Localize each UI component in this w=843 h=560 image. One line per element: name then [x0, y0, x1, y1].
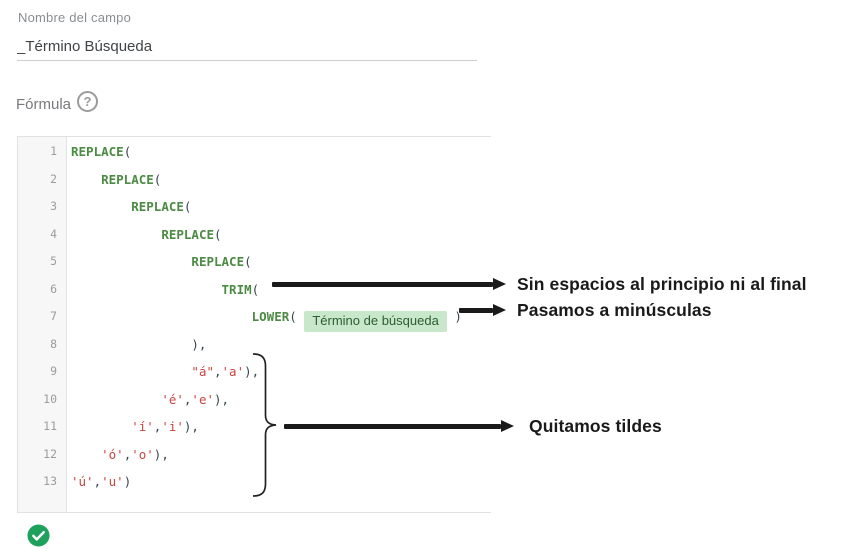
code-token: 'a' — [221, 364, 245, 379]
code-token — [71, 392, 161, 407]
code-line: REPLACE( — [71, 248, 491, 276]
field-chip[interactable]: Término de búsqueda — [304, 311, 447, 332]
code-line: TRIM( — [71, 276, 491, 304]
code-token: REPLACE — [71, 144, 124, 159]
check-circle-icon — [27, 524, 50, 547]
code-token: ( — [289, 309, 305, 324]
code-token: ( — [123, 144, 132, 159]
annotation-arrow-trim — [272, 282, 493, 287]
code-token: ), — [244, 364, 260, 379]
code-line: 'í','i'), — [71, 413, 491, 441]
code-token: REPLACE — [131, 199, 184, 214]
annotation-arrowhead-lower — [493, 304, 506, 316]
line-number: 4 — [50, 226, 57, 241]
code-line: LOWER( Término de búsqueda ) — [71, 303, 491, 332]
annotation-arrow-lower — [459, 308, 493, 313]
code-token — [71, 199, 131, 214]
code-token: , — [153, 419, 162, 434]
line-number: 7 — [50, 309, 57, 323]
code-token — [71, 447, 101, 462]
code-token: 'í' — [131, 419, 154, 434]
code-token: 'ú' — [71, 474, 94, 489]
code-token: ) — [123, 474, 132, 489]
code-line: "á",'a'), — [71, 358, 491, 386]
line-number: 9 — [50, 364, 57, 378]
code-line: REPLACE( — [71, 193, 491, 221]
code-line: REPLACE( — [71, 138, 491, 166]
code-line: REPLACE( — [71, 166, 491, 194]
code-token: , — [123, 446, 132, 462]
code-token: ), — [214, 391, 230, 407]
line-number: 5 — [50, 254, 57, 268]
annotation-arrow-tildes — [284, 424, 501, 429]
line-number: 10 — [43, 391, 57, 406]
line-number: 2 — [50, 171, 57, 186]
code-token — [71, 309, 252, 324]
help-icon[interactable]: ? — [77, 91, 98, 112]
question-mark-glyph: ? — [83, 94, 92, 109]
code-token: ( — [153, 171, 162, 187]
line-number: 1 — [50, 144, 57, 158]
code-token: 'é' — [161, 391, 184, 407]
code-token: ), — [183, 419, 199, 434]
code-token — [71, 227, 161, 242]
code-token: , — [214, 364, 222, 379]
code-token — [71, 419, 131, 434]
annotation-text-tildes: Quitamos tildes — [529, 416, 662, 436]
field-name-label: Nombre del campo — [18, 10, 132, 25]
code-token: 'ó' — [101, 446, 124, 462]
code-token: , — [183, 391, 192, 407]
field-name-input[interactable] — [17, 33, 477, 61]
code-token: , — [93, 474, 102, 489]
line-number: 13 — [43, 474, 57, 488]
line-number: 12 — [43, 446, 57, 461]
code-token: ( — [214, 226, 222, 242]
line-number: 8 — [50, 336, 57, 351]
code-token: REPLACE — [101, 171, 154, 187]
line-number: 6 — [50, 281, 57, 296]
code-line: ), — [71, 331, 491, 359]
annotation-arrowhead-tildes — [501, 420, 514, 432]
code-token: ( — [183, 199, 192, 214]
code-token: ) — [446, 309, 462, 324]
code-token: ), — [71, 336, 207, 352]
code-line: 'ú','u') — [71, 468, 491, 496]
formula-label: Fórmula — [16, 96, 72, 113]
annotation-text-trim: Sin espacios al principio ni al final — [517, 274, 807, 294]
grouping-brace — [252, 353, 277, 497]
code-token — [71, 282, 222, 297]
code-token: LOWER — [251, 309, 290, 324]
code-token: ( — [244, 254, 252, 269]
code-line: 'é','e'), — [71, 386, 491, 414]
code-token: REPLACE — [191, 254, 245, 269]
code-token: 'e' — [191, 391, 214, 407]
code-line: 'ó','o'), — [71, 441, 491, 469]
annotation-text-lower: Pasamos a minúsculas — [517, 300, 712, 320]
code-token: 'i' — [161, 419, 184, 434]
code-token: REPLACE — [161, 226, 214, 242]
code-area[interactable]: REPLACE( REPLACE( REPLACE( REPLACE( REPL… — [71, 138, 491, 512]
code-token — [71, 364, 191, 379]
code-token — [71, 254, 191, 269]
line-number: 3 — [50, 199, 57, 213]
code-token: ), — [153, 446, 169, 462]
code-token — [71, 172, 101, 187]
code-token: "á" — [191, 364, 214, 379]
code-token: TRIM — [221, 281, 252, 297]
line-number: 11 — [43, 419, 57, 433]
code-token: ( — [251, 281, 260, 297]
code-line: REPLACE( — [71, 221, 491, 249]
code-token: 'o' — [131, 446, 154, 462]
annotation-arrowhead-trim — [493, 278, 506, 290]
code-token: 'u' — [101, 474, 124, 489]
